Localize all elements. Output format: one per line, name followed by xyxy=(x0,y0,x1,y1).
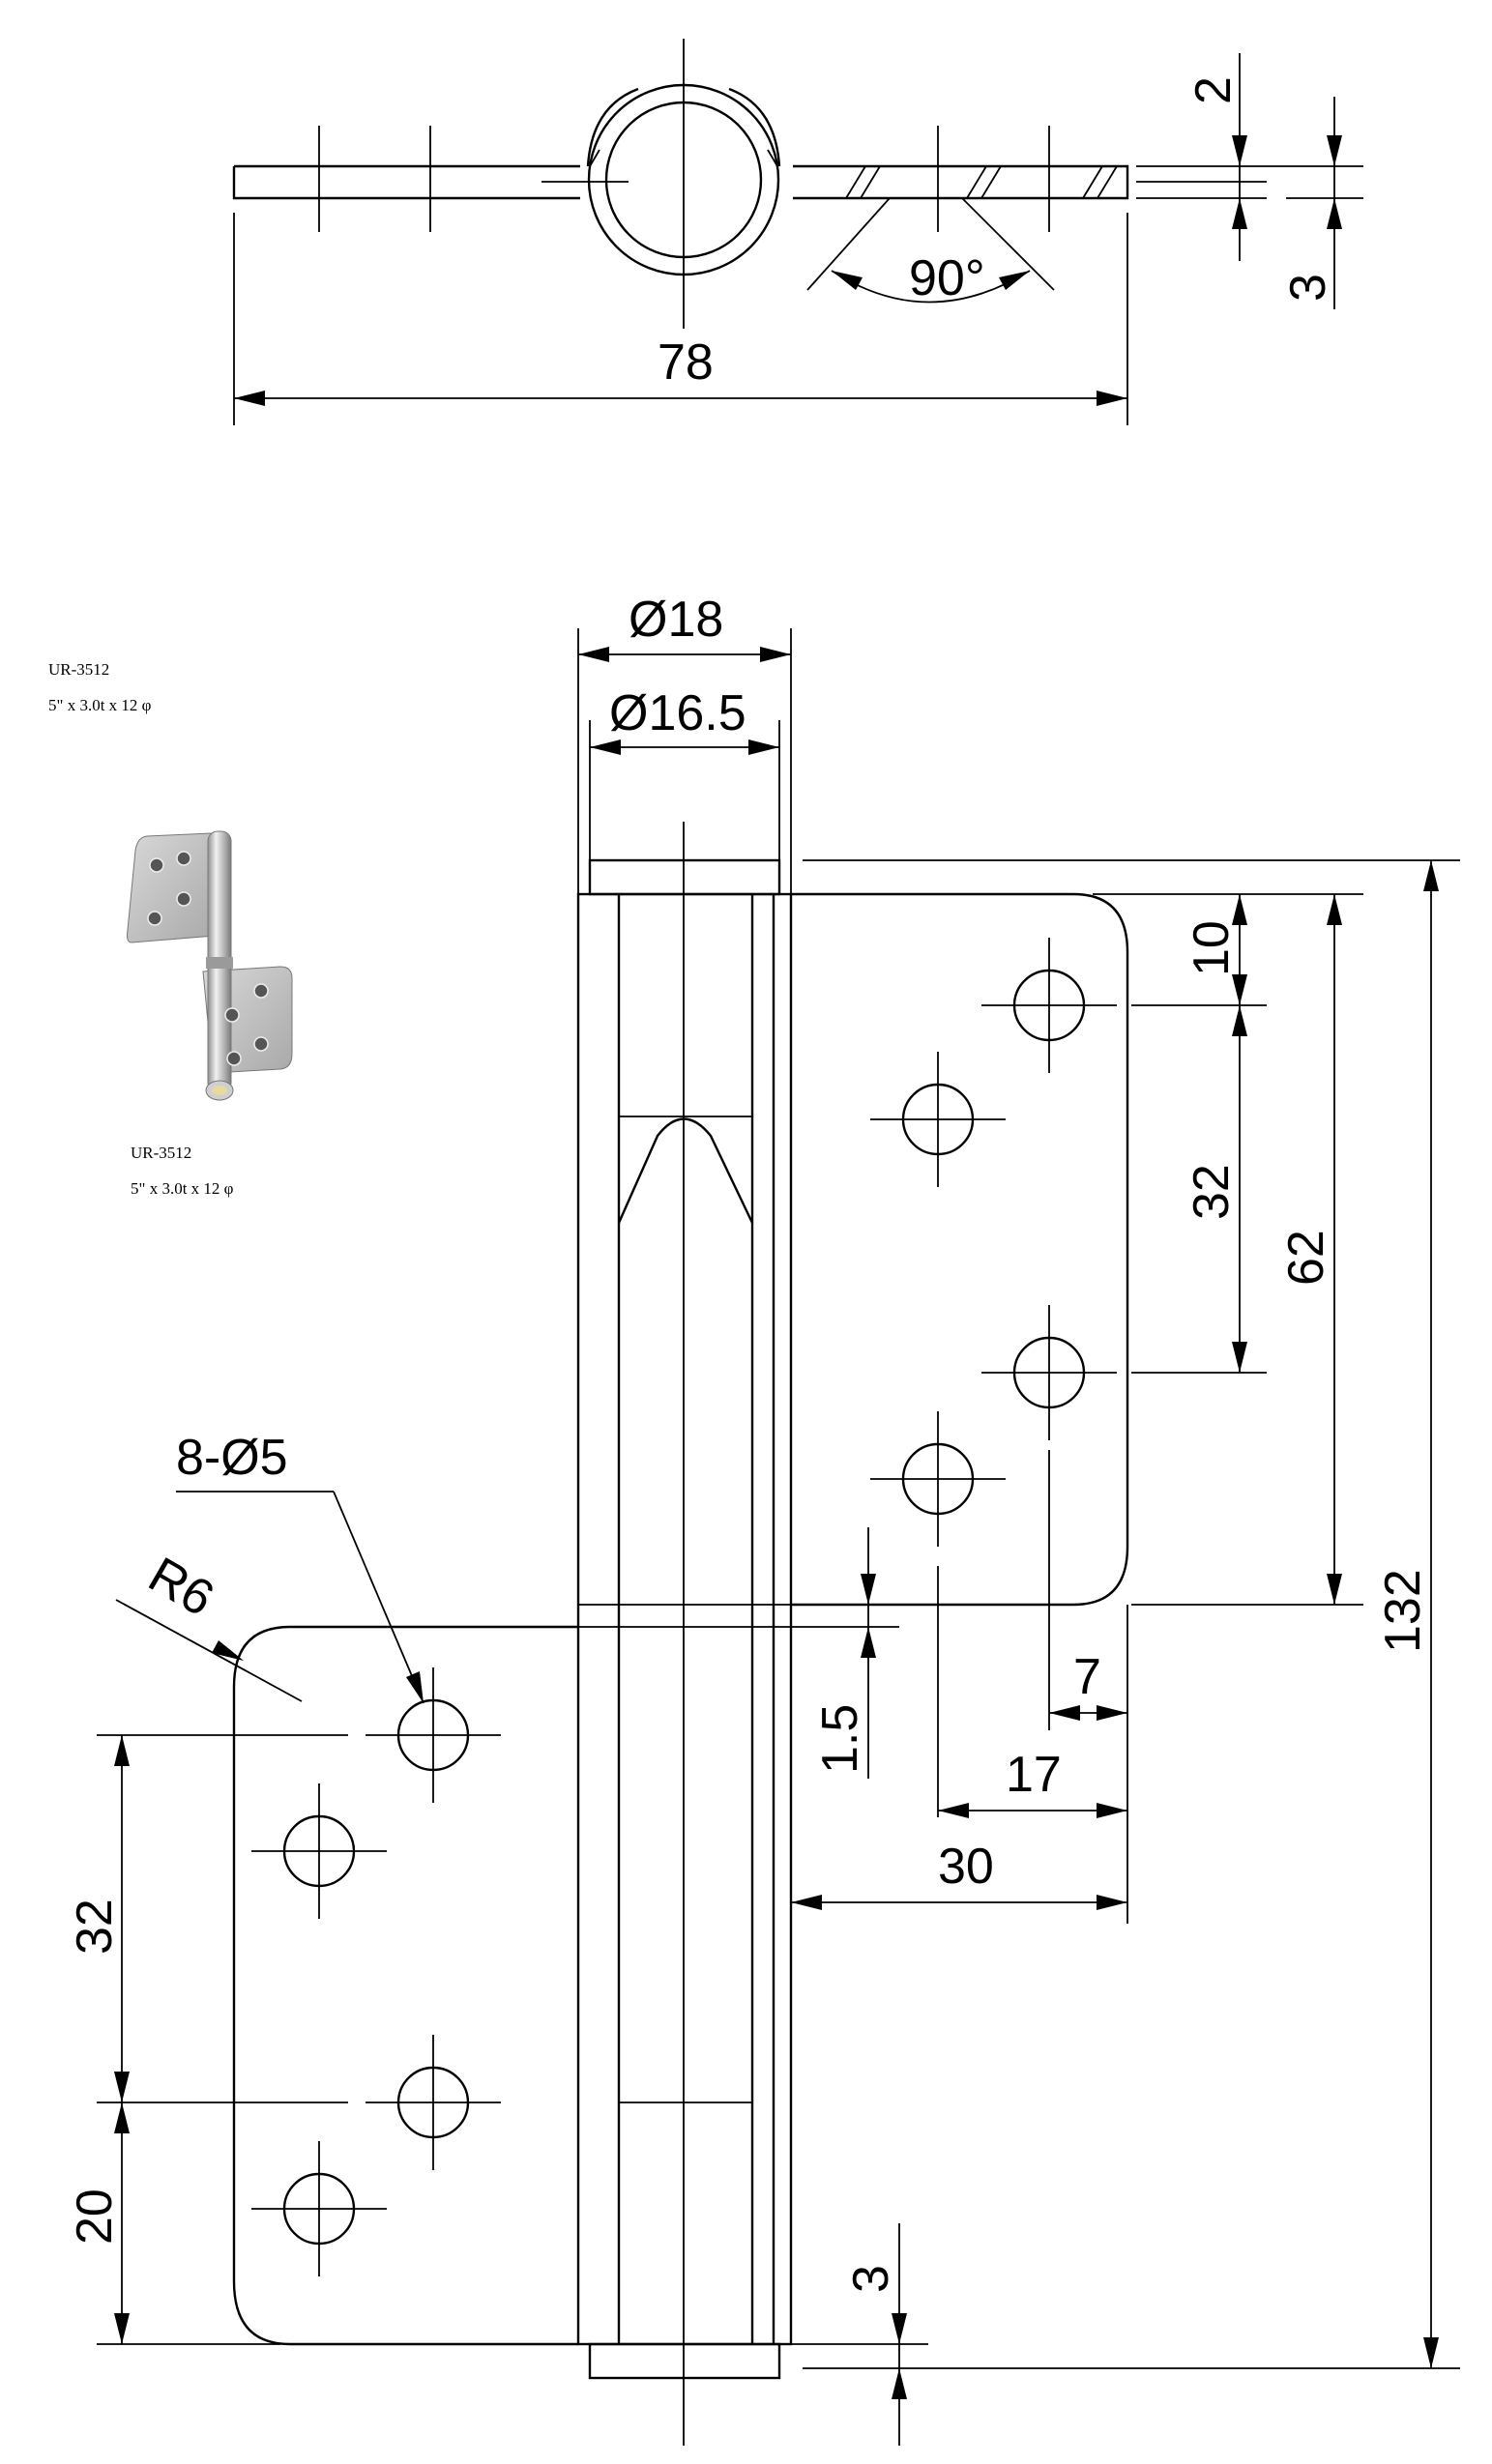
dim-outer-diameter: Ø18 xyxy=(629,592,723,648)
dim-hole-spec: 8-Ø5 xyxy=(176,1430,288,1486)
front-view xyxy=(97,628,1460,2446)
dim-edge-to-hole-1: 7 xyxy=(1073,1649,1101,1705)
dim-hole-pitch-right: 32 xyxy=(1184,1164,1240,1220)
dim-edge-to-hole-2: 17 xyxy=(1006,1747,1062,1803)
dim-hole-pitch-left: 32 xyxy=(67,1899,123,1955)
dim-bottom-gap: 3 xyxy=(843,2265,899,2293)
dim-leaf-width: 30 xyxy=(938,1839,994,1895)
dim-span-right: 62 xyxy=(1278,1230,1334,1286)
dim-top-width: 78 xyxy=(658,334,714,391)
dim-inner-diameter: Ø16.5 xyxy=(609,685,746,741)
dim-top-offset: 10 xyxy=(1184,920,1240,976)
spec-label-top: 5" x 3.0t x 12 φ xyxy=(48,696,152,714)
dim-top-thickness-upper: 2 xyxy=(1185,76,1242,104)
spec-label-bottom: 5" x 3.0t x 12 φ xyxy=(131,1179,234,1198)
dim-bottom-offset: 20 xyxy=(67,2189,123,2245)
dim-top-angle: 90° xyxy=(909,250,985,306)
model-label-bottom: UR-3512 xyxy=(131,1144,192,1162)
dim-corner-radius: R6 xyxy=(139,1547,223,1627)
dim-top-thickness-lower: 3 xyxy=(1280,274,1336,302)
dim-gap: 1.5 xyxy=(812,1704,868,1774)
model-label-top: UR-3512 xyxy=(48,660,110,679)
hinge-photo xyxy=(127,830,293,1101)
top-view xyxy=(232,39,1363,425)
dim-total-height: 132 xyxy=(1375,1569,1431,1653)
